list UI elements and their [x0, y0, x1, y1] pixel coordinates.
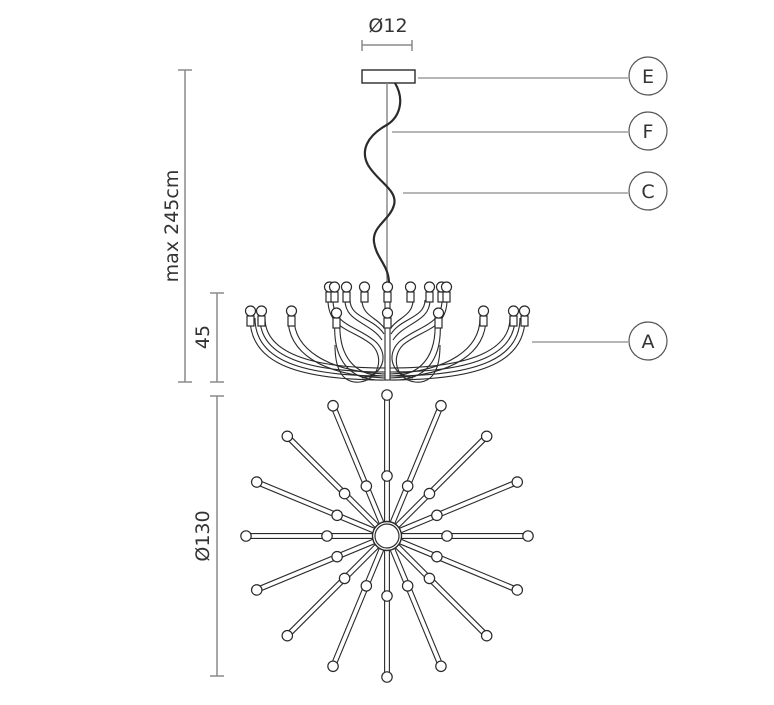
callout-f-label: F: [643, 121, 654, 143]
callout-c-label: C: [641, 181, 654, 203]
callout-e-label: E: [642, 66, 654, 88]
callout-a-label: A: [642, 331, 655, 353]
canopy-diameter-label: Ø12: [368, 15, 407, 37]
callout-a: A: [532, 321, 668, 361]
dimension-canopy-diameter: Ø12: [361, 15, 413, 51]
top-view-arm: [399, 530, 534, 542]
top-view-arm: [240, 530, 375, 542]
callout-e: E: [418, 56, 668, 96]
top-view-hub: [374, 523, 400, 549]
top-view-arm: [281, 430, 381, 530]
side-view-bulbs: [244, 281, 531, 329]
top-view: [240, 389, 534, 683]
dimension-diameter: Ø130: [192, 395, 224, 677]
top-view-arm: [381, 389, 393, 524]
top-view-arm: [397, 538, 524, 596]
top-view-arm: [397, 476, 524, 534]
callout-f: F: [392, 111, 668, 151]
callouts: E F C A: [392, 56, 668, 361]
max-height-label: max 245cm: [161, 170, 183, 283]
diameter-label: Ø130: [192, 510, 214, 561]
side-view: [244, 69, 531, 383]
dimension-max-height: max 245cm: [161, 69, 192, 383]
dimension-body-height: 45: [192, 292, 224, 383]
top-view-arm: [381, 548, 393, 683]
power-cord: [363, 82, 402, 283]
callout-c: C: [403, 171, 668, 211]
canopy: [361, 69, 416, 84]
body-height-label: 45: [192, 325, 214, 349]
